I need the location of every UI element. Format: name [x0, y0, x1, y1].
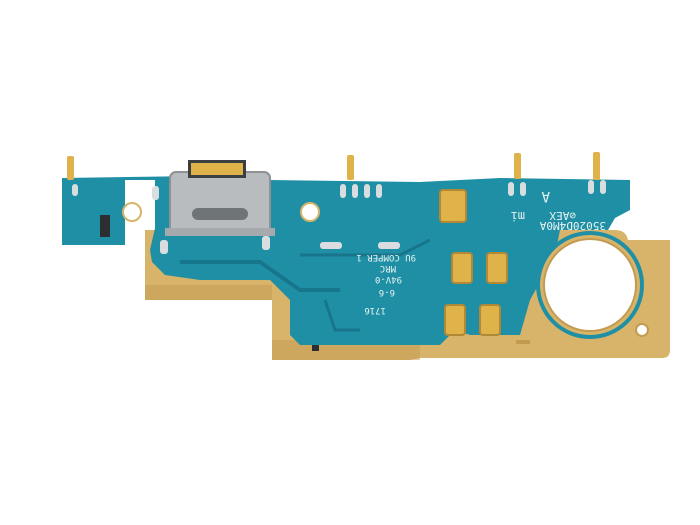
connector-opening [192, 208, 248, 220]
via-hole [122, 202, 142, 222]
solder-pad [352, 184, 358, 198]
pcb-left-tab [62, 180, 125, 245]
connector-contacts-gold [191, 163, 243, 175]
connector-tab [165, 228, 275, 236]
solder-pad [160, 240, 168, 254]
contact-pin [347, 155, 354, 180]
copper-strip [516, 340, 530, 344]
spring-contact [486, 252, 508, 284]
solder-pad [378, 242, 400, 249]
solder-pads [72, 180, 606, 254]
pcb-trace [180, 260, 340, 292]
marking-copper: 9U COMPER 1 [356, 252, 416, 262]
spring-contact [479, 304, 501, 336]
contact-pin [593, 152, 600, 180]
marking-board-code: 35020D4M0A [539, 219, 606, 232]
solder-pad [364, 184, 370, 198]
marking-brand-prefix: ⊘AEX [549, 209, 576, 222]
via-hole [635, 323, 649, 337]
silkscreen: 35020D4M0A mi ⊘AEX A 9U COMPER 1 MRC 94V… [356, 188, 606, 315]
contact-pin [514, 153, 521, 179]
solder-pad [508, 182, 514, 196]
marking-lot: 6-6 [379, 287, 395, 297]
usb-c-connector [165, 160, 275, 236]
marking-date: 1716 [364, 305, 386, 315]
solder-pad [100, 215, 110, 237]
solder-pad [588, 180, 594, 194]
mounting-cutout-inner [543, 238, 637, 332]
marking-brand: mi [511, 209, 525, 223]
solder-pad [262, 236, 270, 250]
contact-pins [67, 152, 600, 180]
contact-pin [67, 156, 74, 180]
solder-pad [520, 182, 526, 196]
spring-contact [444, 304, 466, 336]
solder-pad [340, 184, 346, 198]
pcb-trace [300, 238, 431, 257]
pcb-trace [323, 299, 360, 332]
connector-shell [169, 171, 271, 235]
spring-contacts [444, 252, 508, 336]
marking-rating: 94V-0 [375, 274, 402, 284]
solder-pad [72, 184, 78, 196]
solder-pad [600, 180, 606, 194]
marking-revision: A [541, 188, 550, 204]
solder-pad [152, 186, 159, 200]
test-pad [312, 345, 319, 351]
solder-pad [376, 184, 382, 198]
spring-contact [451, 252, 473, 284]
microphone-component [439, 189, 467, 223]
via-hole [300, 202, 320, 222]
solder-pad [320, 242, 342, 249]
marking-maker: MRC [380, 263, 396, 273]
